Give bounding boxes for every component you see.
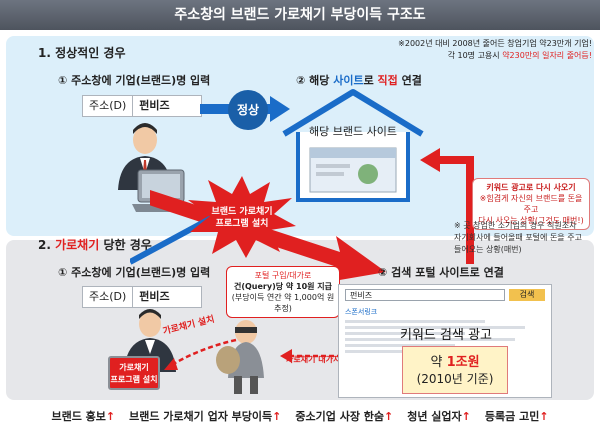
up-arrow-icon: ↑ bbox=[461, 410, 471, 423]
starburst-line-2: 프로그램 설치 bbox=[215, 219, 269, 229]
house-label: 해당 브랜드 사이트 bbox=[309, 125, 397, 138]
infected-laptop-line-2: 프로그램 설치 bbox=[110, 375, 158, 384]
stat-note-line-2: 각 10명 고용시 약230만의 일자리 줄어듬! bbox=[372, 50, 592, 62]
hijack-address-value: 펀비즈 bbox=[139, 290, 170, 303]
keyword-ad-callout: 키워드 광고로 다시 사오기 ※힘겹게 자신의 브랜드를 돈을 주고 다시 사오… bbox=[472, 178, 590, 230]
consequence-item: 등록금 고민↑ bbox=[485, 408, 549, 424]
consequence-label: 브랜드 홍보 bbox=[51, 410, 106, 423]
address-label: 주소(D) bbox=[83, 96, 134, 116]
brand-site-house-icon bbox=[282, 89, 424, 202]
hijack-program-starburst bbox=[188, 176, 296, 258]
normal-step-2: ② 해당 사이트로 직접 연결 bbox=[296, 72, 422, 88]
consequence-item: 중소기업 사장 한숨↑ bbox=[295, 408, 393, 424]
portal-sponsor-title: 스폰서링크 bbox=[345, 308, 378, 316]
ad-amount-value: 1조원 bbox=[446, 355, 480, 370]
ad-year: (2010년 기준) bbox=[416, 372, 494, 386]
result-line bbox=[345, 338, 515, 341]
portal-search-button: 검색 bbox=[509, 289, 545, 301]
infected-laptop-line-1: 가로채기 bbox=[119, 363, 149, 372]
startup-stat-note: ※2002년 대비 2008년 줄어든 창업기업 약23만개 기업! 각 10명… bbox=[372, 38, 592, 62]
normal-step-2-prefix: ② 해당 bbox=[296, 74, 334, 87]
consequences-row: 브랜드 홍보↑ 브랜드 가로채기 업자 부당이득↑ 중소기업 사장 한숨↑ 청년… bbox=[0, 408, 600, 424]
ad-amount-prefix: 약 bbox=[430, 355, 447, 370]
hijack-heading-red: 가로채기 bbox=[55, 238, 100, 252]
hijack-step-2: ② 검색 포털 사이트로 연결 bbox=[378, 266, 504, 279]
query-payment-callout: 포털 구입/대가로 건(Query)당 약 10원 지급 (부당이득 연간 약 … bbox=[226, 266, 340, 318]
normal-address-bar: 주소(D) 펀비즈 bbox=[82, 95, 202, 117]
ad-callout-line-1: ※힘겹게 자신의 브랜드를 돈을 주고 bbox=[479, 194, 583, 214]
hijack-case-heading: 2. 가로채기 당한 경우 bbox=[38, 236, 152, 253]
up-arrow-icon: ↑ bbox=[272, 410, 282, 423]
normal-case-heading: 1. 정상적인 경우 bbox=[38, 46, 126, 60]
thief-illustration bbox=[216, 320, 264, 394]
hijack-heading-suffix: 당한 경우 bbox=[99, 238, 152, 252]
up-arrow-icon: ↑ bbox=[384, 410, 394, 423]
ad-revenue-box: 약 1조원 (2010년 기준) bbox=[402, 346, 508, 394]
startup-cost-note: ※ 곳 창업한 소기업의 경우 직원조차 자기회사에 들어올때 포털에 돈을 주… bbox=[454, 220, 594, 256]
consequence-label: 브랜드 가로채기 업자 부당이득 bbox=[129, 410, 273, 423]
title-bar bbox=[0, 0, 600, 30]
infected-laptop: 가로채기 프로그램 설치 bbox=[108, 356, 160, 390]
result-line bbox=[345, 332, 465, 335]
ad-callout-line-2: 다시 사오는 상황(그것도 매번!) bbox=[478, 216, 584, 225]
normal-step-2-site: 사이트 bbox=[333, 74, 364, 87]
hijack-address-bar: 주소(D) 펀비즈 bbox=[82, 286, 202, 308]
portal-search-box: 펀비즈 bbox=[345, 289, 505, 301]
query-line-3: (부당이득 연간 약 1,000억 원 추정) bbox=[231, 293, 335, 313]
hijack-payment-label: 가로채기 대가지급 bbox=[286, 355, 348, 364]
diagram-title: 주소창의 브랜드 가로채기 부당이득 구조도 bbox=[174, 7, 426, 23]
normal-step-2-mid: 로 bbox=[363, 74, 378, 87]
up-arrow-icon: ↑ bbox=[539, 410, 549, 423]
keyword-ad-title: 키워드 검색 광고 bbox=[400, 328, 492, 343]
hijack-install-arrow bbox=[164, 338, 237, 370]
normal-badge: 정상 bbox=[228, 90, 268, 130]
hijack-step-1: ① 주소창에 기업(브랜드)명 입력 bbox=[58, 266, 211, 279]
startup-note-line-2: 자기회사에 들어올때 포털에 돈을 주고 bbox=[454, 233, 582, 242]
hijack-heading-prefix: 2. bbox=[38, 238, 56, 252]
normal-step-2-direct: 직접 bbox=[377, 74, 398, 87]
query-line-1: 포털 구입/대가로 bbox=[254, 271, 312, 280]
startup-note-line-3: 들어오는 상황(매번) bbox=[454, 245, 522, 254]
hijack-address-label: 주소(D) bbox=[83, 287, 134, 307]
result-line bbox=[345, 320, 485, 323]
consequence-item: 브랜드 홍보↑ bbox=[51, 408, 115, 424]
consequence-label: 중소기업 사장 한숨 bbox=[295, 410, 385, 423]
query-line-2: 건(Query)당 약 10원 지급 bbox=[233, 282, 333, 291]
ad-amount: 약 1조원 bbox=[403, 351, 507, 370]
startup-note-line-1: ※ 곳 창업한 소기업의 경우 직원조차 bbox=[454, 221, 577, 230]
stat-note-line-1: ※2002년 대비 2008년 줄어든 창업기업 약23만개 기업! bbox=[398, 39, 592, 48]
keyword-ad-return-arrow bbox=[420, 148, 474, 264]
ad-callout-title: 키워드 광고로 다시 사오기 bbox=[486, 183, 576, 192]
stat-note-highlight: 약230만의 일자리 줄어듬! bbox=[502, 51, 592, 60]
consequence-label: 청년 실업자 bbox=[407, 410, 462, 423]
result-line bbox=[345, 326, 525, 329]
consequence-item: 청년 실업자↑ bbox=[407, 408, 471, 424]
consequence-item: 브랜드 가로채기 업자 부당이득↑ bbox=[129, 408, 281, 424]
stat-note-line-2-prefix: 각 10명 고용시 bbox=[447, 51, 503, 60]
normal-step-1: ① 주소창에 기업(브랜드)명 입력 bbox=[58, 74, 211, 87]
consequence-label: 등록금 고민 bbox=[484, 410, 540, 423]
starburst-text: 브랜드 가로채기 프로그램 설치 bbox=[196, 206, 288, 230]
up-arrow-icon: ↑ bbox=[105, 410, 116, 423]
hijack-payment-arrow bbox=[280, 349, 374, 363]
starburst-line-1: 브랜드 가로채기 bbox=[211, 207, 273, 217]
address-value: 펀비즈 bbox=[139, 99, 170, 112]
normal-step-2-suffix: 연결 bbox=[397, 74, 422, 87]
result-line bbox=[345, 344, 455, 347]
